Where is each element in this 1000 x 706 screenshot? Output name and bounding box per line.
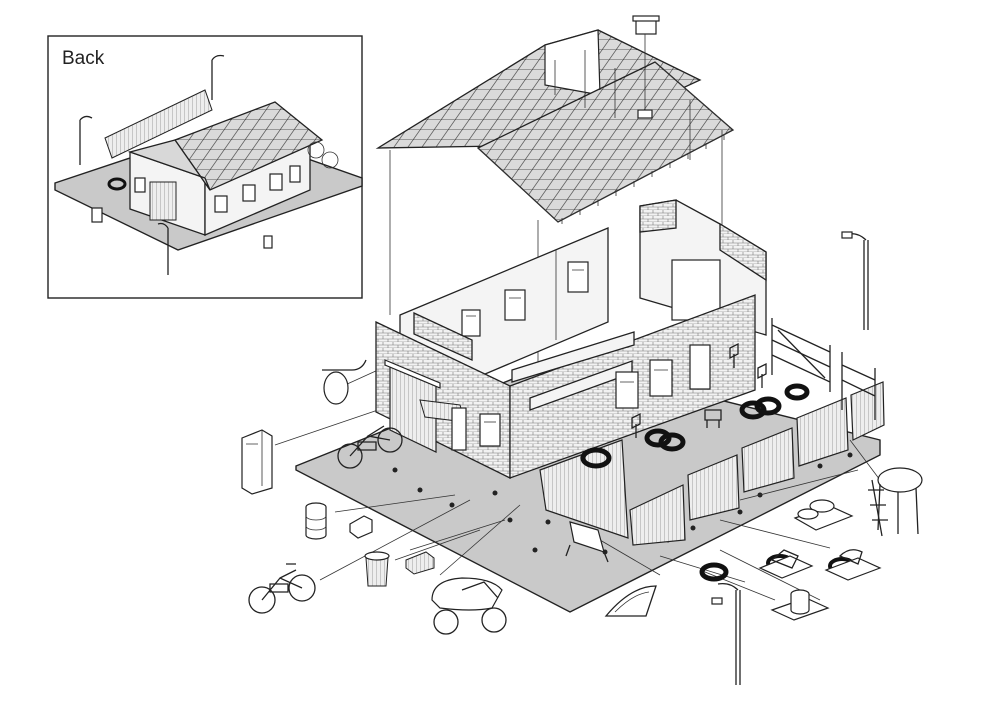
wheel-rim-part bbox=[604, 585, 657, 617]
tank-stand bbox=[868, 467, 923, 537]
sidecar-motorcycle bbox=[431, 577, 507, 635]
motorcycle-wall bbox=[337, 425, 403, 469]
back-view-inset bbox=[47, 35, 363, 299]
vending-machine bbox=[241, 429, 273, 495]
sandwich-board-sign bbox=[565, 521, 609, 563]
toolbox bbox=[349, 515, 373, 539]
motorcycle-front bbox=[248, 563, 316, 614]
yard-signs bbox=[631, 342, 767, 438]
oil-barrel bbox=[305, 502, 327, 540]
pallet-barrels bbox=[793, 499, 854, 531]
round-sign bbox=[322, 359, 367, 405]
gate bbox=[771, 318, 876, 420]
side-gable-wall bbox=[639, 199, 767, 336]
trash-can bbox=[364, 551, 390, 587]
street-lamp-right bbox=[841, 231, 869, 330]
pallet-parts bbox=[824, 549, 882, 581]
street-lamp-front bbox=[711, 582, 741, 685]
inset-title: Back bbox=[62, 48, 105, 69]
pallet-drum bbox=[770, 589, 830, 621]
front-building bbox=[375, 294, 756, 480]
crate bbox=[405, 551, 435, 575]
pallet-engine bbox=[758, 549, 814, 579]
roof-assembly bbox=[375, 15, 735, 224]
